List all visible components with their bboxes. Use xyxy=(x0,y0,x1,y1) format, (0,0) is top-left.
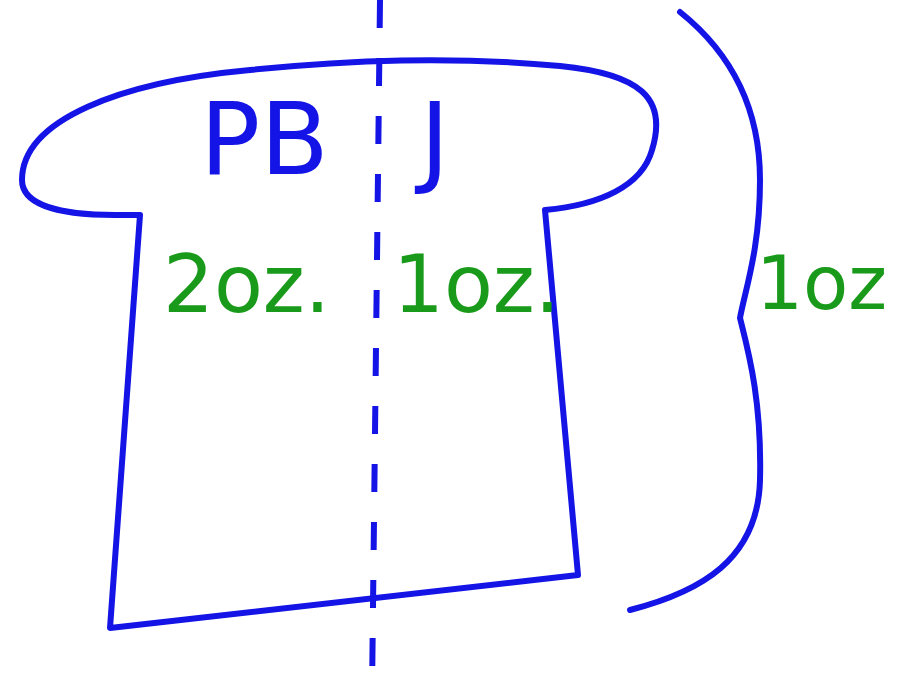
weight-label: 2oz. xyxy=(163,245,330,325)
right-brace xyxy=(630,12,760,610)
weight-label: 1oz. xyxy=(393,245,560,325)
spread-name: PB xyxy=(200,90,329,190)
weight-label: 1oz xyxy=(756,246,887,320)
spread-name: J xyxy=(420,90,450,190)
bread-slice: PB J 2oz. 1oz. xyxy=(20,55,660,635)
dashed-divider xyxy=(372,0,380,693)
bread-outline xyxy=(22,60,656,628)
